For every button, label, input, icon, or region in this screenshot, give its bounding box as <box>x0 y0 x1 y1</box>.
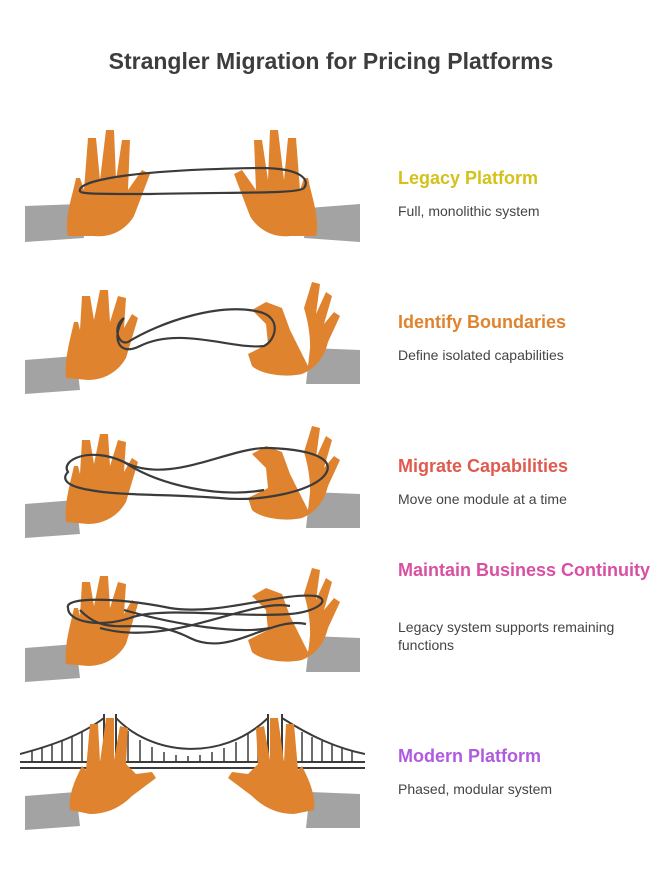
step-migrate-capabilities: Migrate Capabilities Move one module at … <box>0 406 662 546</box>
hands-string-web-icon <box>20 552 365 692</box>
hands-string-cross-icon <box>20 262 365 402</box>
step-description: Move one module at a time <box>398 491 567 507</box>
hands-bridge-icon <box>20 704 365 844</box>
page-title: Strangler Migration for Pricing Platform… <box>108 48 554 74</box>
step-label: Maintain Business Continuity <box>398 560 651 580</box>
step-label: Identify Boundaries <box>398 312 567 332</box>
step-description: Define isolated capabilities <box>398 347 564 363</box>
step-label: Migrate Capabilities <box>398 456 569 476</box>
step-description: Legacy system supports remaining functio… <box>398 619 615 653</box>
step-description: Phased, modular system <box>398 781 553 797</box>
step-maintain-business-continuity: Maintain Business Continuity Legacy syst… <box>0 552 662 692</box>
step-modern-platform: Modern Platform Phased, modular system <box>0 704 662 844</box>
hands-string-loop-icon <box>20 118 365 258</box>
step-identify-boundaries: Identify Boundaries Define isolated capa… <box>0 262 662 402</box>
hands-string-figure-icon <box>20 406 365 546</box>
step-description: Full, monolithic system <box>398 203 540 219</box>
step-label: Modern Platform <box>398 746 542 766</box>
step-legacy-platform: Legacy Platform Full, monolithic system <box>0 118 662 258</box>
step-label: Legacy Platform <box>398 168 539 188</box>
